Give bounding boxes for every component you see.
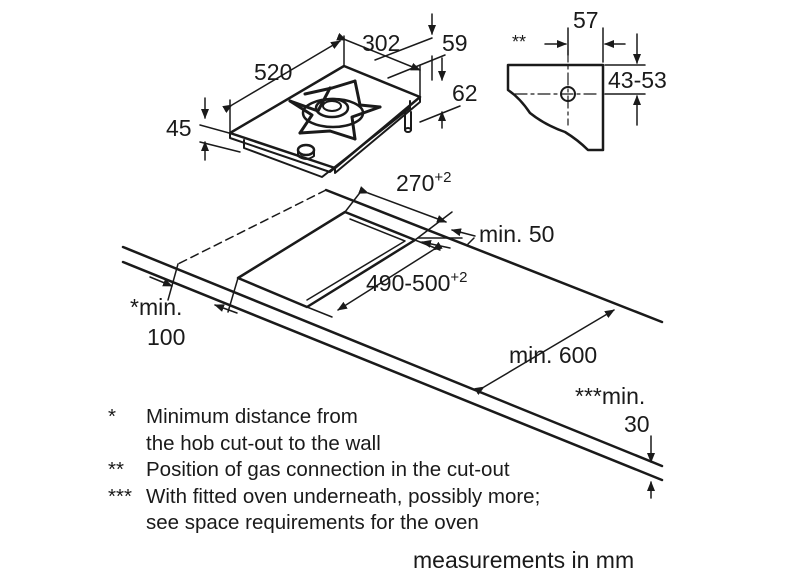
label-min-oven-a: ***min. [575, 383, 645, 409]
countertop-front-lower-edge [121, 260, 664, 482]
label-520: 520 [254, 59, 292, 85]
burner-outer [301, 97, 365, 129]
label-62: 62 [452, 80, 478, 106]
legend-text: the hob cut-out to the wall [146, 431, 381, 455]
dim-min100-line [149, 263, 239, 314]
label-min600: min. 600 [509, 342, 597, 368]
legend-mark: * [108, 405, 116, 428]
dim-45-line [199, 97, 241, 161]
hob-base [243, 100, 411, 178]
legend-text: see space requirements for the oven [146, 511, 479, 534]
legend-row: see space requirements for the oven [108, 510, 540, 537]
legend-mark [108, 510, 146, 537]
dim-59-line [374, 13, 446, 81]
label-270-tolerance: +2 [434, 169, 451, 186]
detail-profile [506, 63, 605, 152]
label-min-wall-b: 100 [147, 324, 185, 350]
dim-min600-line [474, 309, 615, 396]
legend-row: the hob cut-out to the wall [108, 431, 540, 458]
dim-302-line [336, 32, 421, 98]
label-490-value: 490-500 [366, 270, 450, 296]
dim-270-line [344, 186, 453, 241]
burner-cap [322, 100, 342, 112]
label-490-500: 490-500+2 [366, 269, 468, 296]
countertop-front-edge [121, 245, 664, 468]
gas-connection-detail [506, 27, 646, 152]
dim-490-line [306, 239, 443, 318]
label-45: 45 [166, 115, 192, 141]
label-270-value: 270 [396, 170, 434, 196]
legend-row: * Minimum distance from [108, 404, 540, 431]
legend-mark [108, 431, 146, 458]
legend-row: ** Position of gas connection in the cut… [108, 457, 540, 484]
units-footer: measurements in mm [413, 547, 635, 573]
legend-text: Position of gas connection in the cut-ou… [146, 458, 510, 481]
label-43-53: 43-53 [608, 67, 667, 93]
wall-line-dashed [177, 189, 327, 265]
countertop-back-edge [324, 188, 664, 324]
legend-mark: *** [108, 484, 132, 508]
gas-pipe [404, 111, 412, 133]
legend-text: With fitted oven underneath, possibly mo… [146, 484, 541, 508]
legend: * Minimum distance from the hob cut-out … [108, 404, 540, 537]
dim-62-line [419, 57, 461, 129]
label-302: 302 [362, 30, 400, 56]
label-57: 57 [573, 7, 599, 33]
label-490-tolerance: +2 [450, 269, 467, 286]
label-min50: min. 50 [479, 221, 554, 247]
label-59: 59 [442, 30, 468, 56]
control-knob [296, 143, 316, 157]
legend-text: Minimum distance from [146, 405, 358, 428]
legend-mark: ** [108, 458, 124, 481]
label-gas-marker: ** [512, 32, 526, 52]
label-270: 270+2 [396, 169, 451, 196]
legend-row: *** With fitted oven underneath, possibl… [108, 484, 540, 511]
label-min-oven-b: 30 [624, 411, 650, 437]
label-min-wall-a: *min. [130, 294, 182, 320]
